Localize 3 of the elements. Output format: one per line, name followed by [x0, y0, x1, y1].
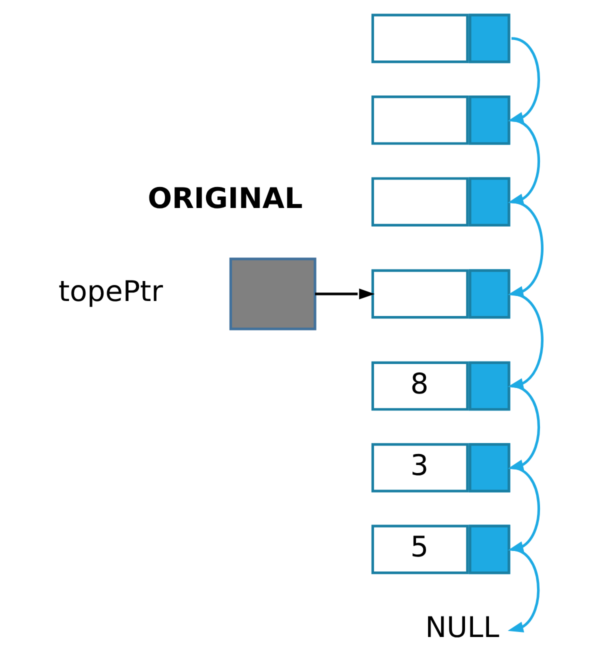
node-label: topePtr	[58, 275, 163, 308]
label: ORIGINAL	[148, 182, 303, 215]
node-text: NULL	[425, 611, 500, 644]
